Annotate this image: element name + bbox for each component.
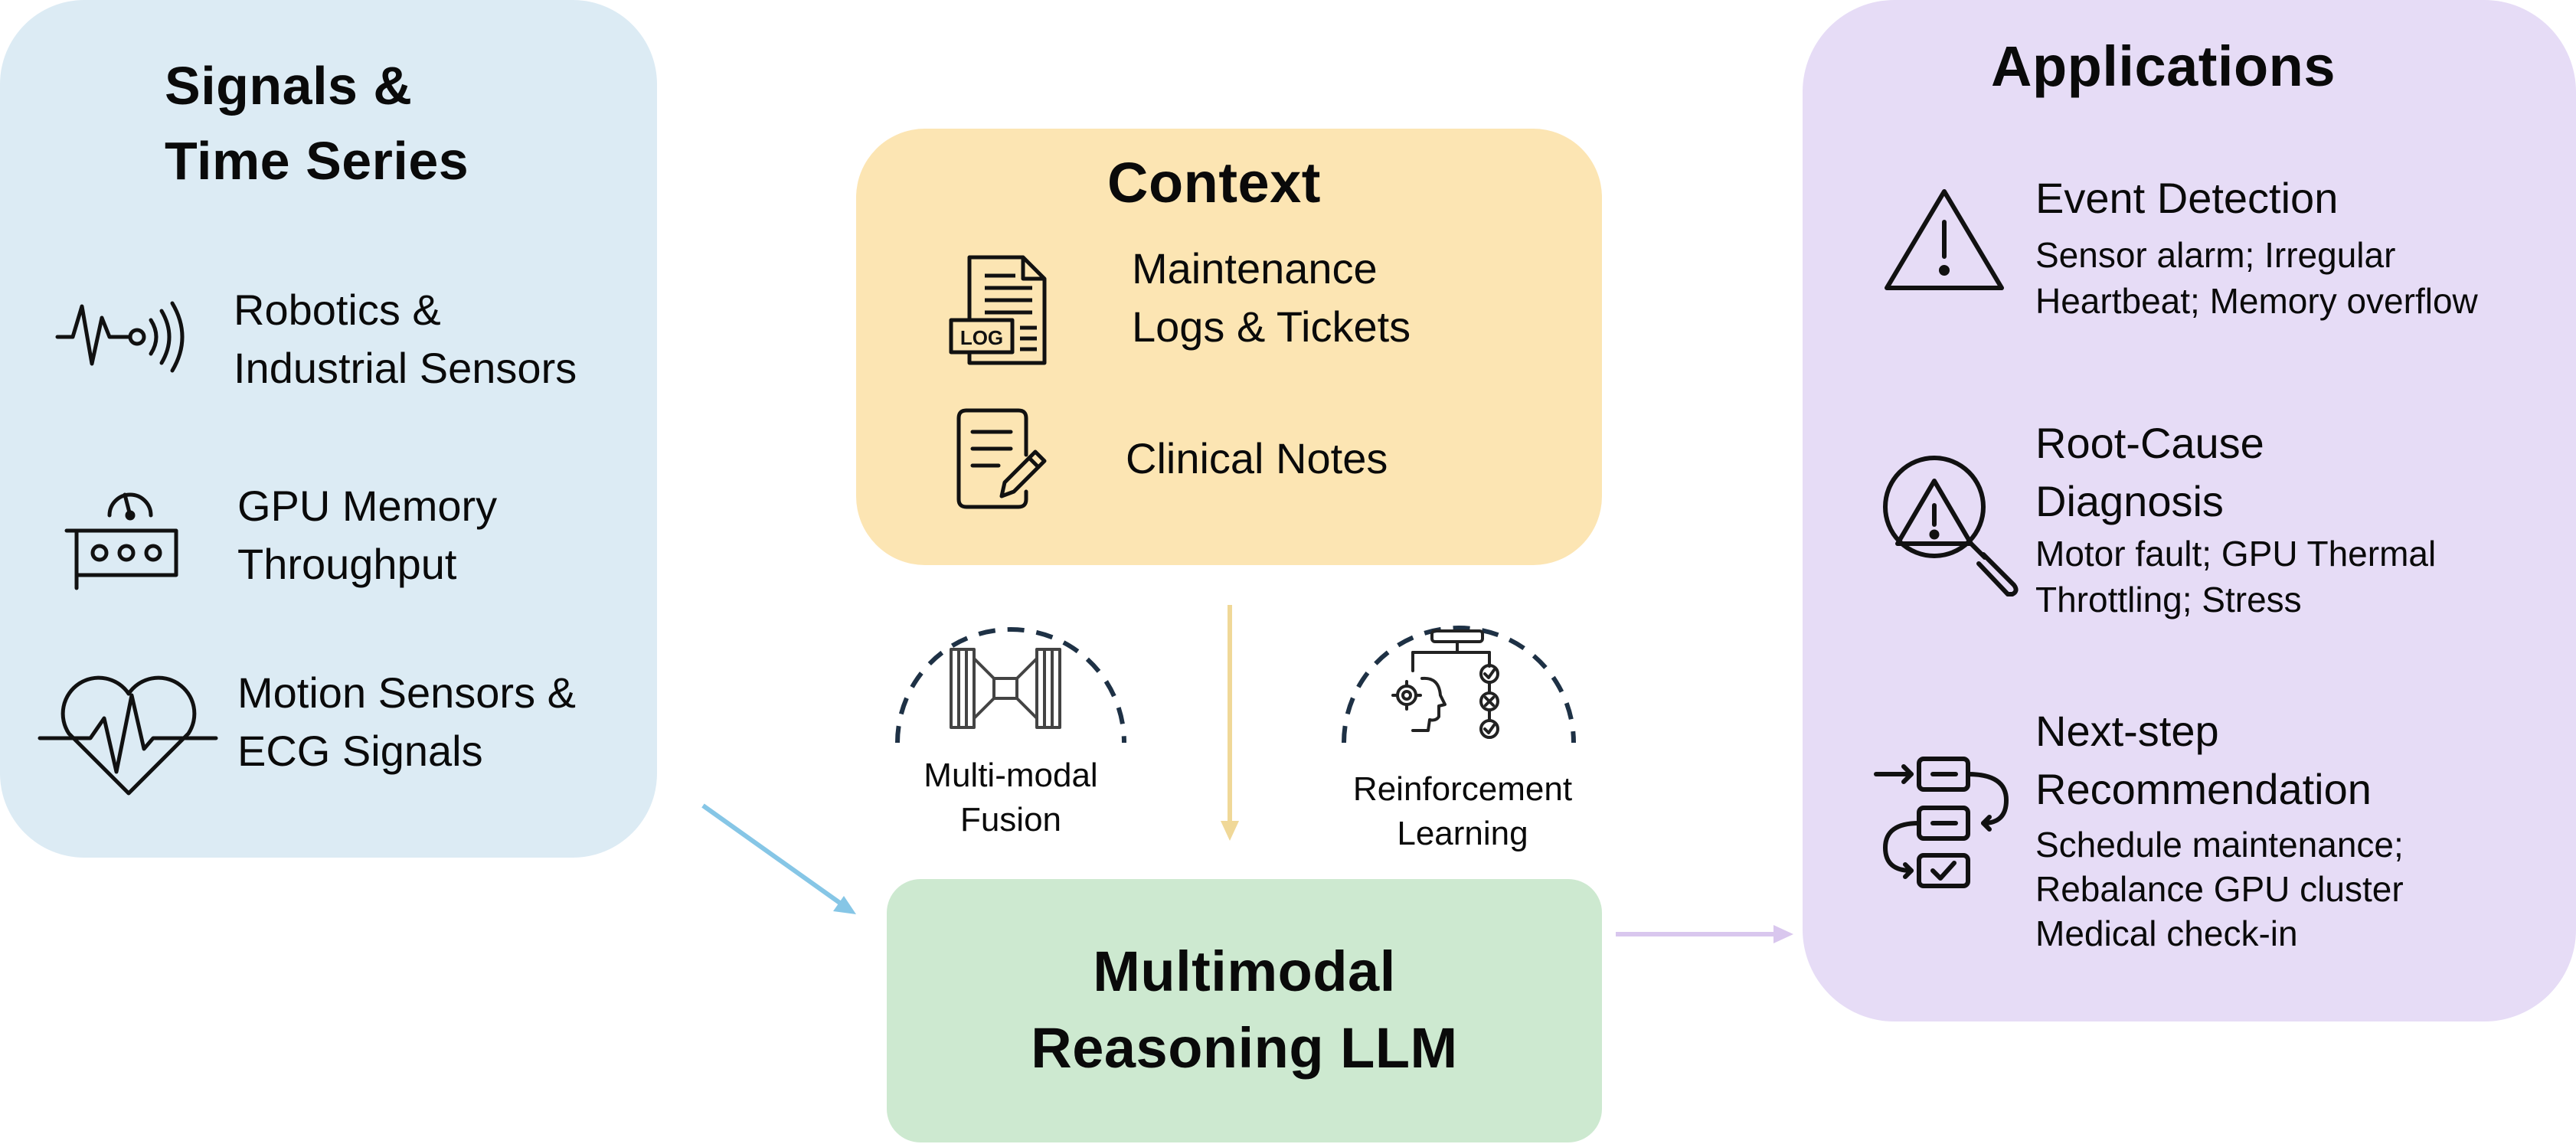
- signals-title-line2: Time Series: [165, 131, 469, 191]
- app-1-desc-line1: Sensor alarm; Irregular: [2035, 235, 2396, 275]
- gpu-card-icon: [64, 492, 178, 590]
- context-title: Context: [1107, 151, 1321, 214]
- heartbeat-icon: [38, 675, 218, 796]
- warning-icon: [1885, 189, 2004, 290]
- signal-item-3-line1: Motion Sensors &: [237, 668, 576, 717]
- context-item-1-line2: Logs & Tickets: [1132, 302, 1411, 351]
- diagnosis-magnifier-icon: [1883, 456, 2019, 597]
- fusion-icon: [895, 627, 1126, 744]
- llm-title-line1: Multimodal: [1093, 940, 1396, 1003]
- signals-panel: Signals & Time Series Robotics & Industr…: [0, 0, 657, 858]
- context-to-llm-arrow: [1221, 605, 1239, 841]
- rl-label-line2: Learning: [1397, 815, 1528, 852]
- context-item-2-line1: Clinical Notes: [1126, 434, 1388, 482]
- app-3-title-line2: Recommendation: [2035, 765, 2372, 813]
- clinical-notes-icon: [956, 408, 1047, 509]
- applications-panel: Applications Event Detection Sensor alar…: [1803, 0, 2576, 1021]
- workflow-icon: [1874, 757, 2009, 888]
- signals-title-line1: Signals &: [165, 56, 413, 116]
- app-3-desc-line1: Schedule maintenance;: [2035, 825, 2404, 865]
- rl-label-line1: Reinforcement: [1352, 770, 1573, 808]
- app-2-title-line2: Diagnosis: [2035, 477, 2224, 525]
- fusion-label-line2: Fusion: [959, 801, 1062, 838]
- app-3-title-line1: Next-step: [2035, 707, 2219, 755]
- reinforcement-learning-icon: [1342, 626, 1576, 744]
- llm-panel: Multimodal Reasoning LLM: [887, 879, 1602, 1142]
- context-panel: Context LOG Maintenance Logs & Tickets: [856, 129, 1602, 565]
- applications-title: Applications: [1991, 34, 2336, 98]
- signal-item-2-line1: GPU Memory: [237, 482, 498, 530]
- fusion-label-line1: Multi-modal: [924, 757, 1098, 794]
- log-document-icon: LOG: [949, 255, 1047, 365]
- log-badge-text: LOG: [960, 326, 1003, 349]
- signal-item-1-line1: Robotics &: [234, 286, 441, 334]
- llm-title-line2: Reasoning LLM: [1031, 1016, 1458, 1080]
- signal-item-1-line2: Industrial Sensors: [234, 344, 577, 392]
- app-3-desc-line2: Rebalance GPU cluster: [2035, 869, 2404, 909]
- signal-item-3-line2: ECG Signals: [237, 727, 483, 775]
- app-1-desc-line2: Heartbeat; Memory overflow: [2035, 281, 2478, 321]
- app-3-desc-line3: Medical check-in: [2035, 914, 2298, 953]
- app-2-title-line1: Root-Cause: [2035, 419, 2264, 467]
- sensor-wave-icon: [55, 301, 185, 373]
- app-2-desc-line1: Motor fault; GPU Thermal: [2035, 534, 2437, 574]
- app-2-desc-line2: Throttling; Stress: [2035, 580, 2302, 619]
- context-item-1-line1: Maintenance: [1132, 244, 1378, 293]
- llm-to-applications-arrow: [1616, 925, 1793, 943]
- app-1-title-line1: Event Detection: [2035, 174, 2339, 222]
- signals-to-llm-arrow: [701, 803, 856, 914]
- signal-item-2-line2: Throughput: [237, 540, 457, 588]
